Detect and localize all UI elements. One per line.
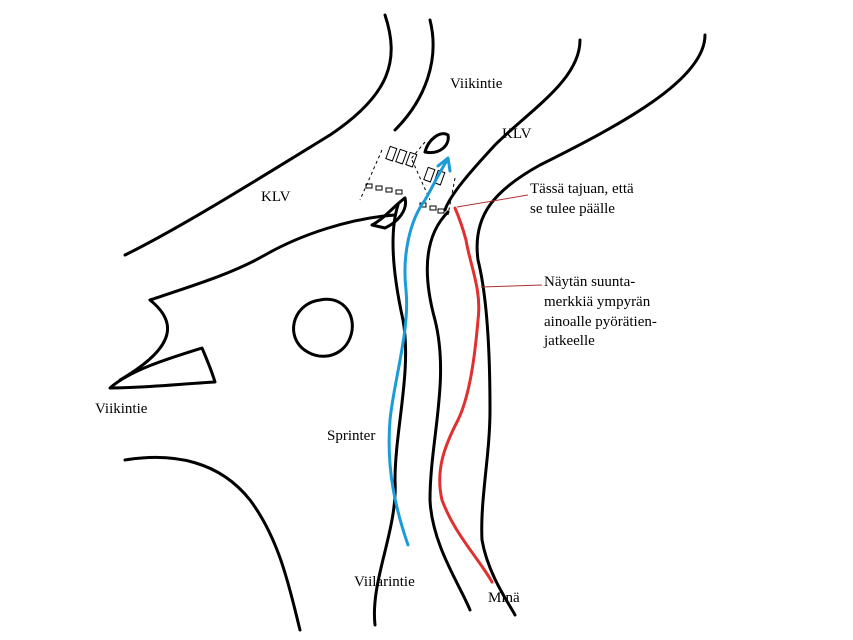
crosswalk-block — [375, 185, 383, 191]
annotation-realize-line-2: se tulee päälle — [530, 201, 615, 217]
crosswalk-stripe — [423, 166, 436, 183]
road-edge-klv-right — [475, 33, 707, 617]
crosswalk-edge — [411, 159, 431, 201]
road-edge-left-upper — [123, 13, 393, 257]
road-edge-klv-top — [393, 18, 435, 132]
traffic-island-upper — [423, 132, 450, 155]
crosswalk-block — [429, 205, 437, 211]
label-klv-right: KLV — [502, 126, 532, 142]
traffic-island-lower — [370, 196, 408, 230]
mina-path — [438, 206, 494, 584]
label-sprinter: Sprinter — [327, 428, 375, 444]
sprinter-path — [387, 160, 448, 547]
road-edge-center-strip — [425, 210, 472, 612]
annotation-signal-line-3: ainoalle pyörätien- — [544, 314, 657, 330]
crosswalk-stripe — [405, 151, 418, 168]
roundabout-island — [292, 297, 354, 358]
sprinter-arrowhead — [436, 156, 452, 173]
annotation-line-realize — [456, 194, 529, 208]
road-edge-left-arm — [372, 203, 408, 627]
label-klv-left: KLV — [261, 189, 291, 205]
crosswalk-stripe — [395, 148, 408, 165]
crosswalk-edge — [447, 177, 456, 216]
road-edge-left-connector — [118, 298, 170, 382]
annotation-realize-line-1: Tässä tajuan, että — [530, 181, 634, 197]
road-edge-klv-mid — [443, 38, 582, 212]
crosswalk-edge — [409, 141, 426, 161]
annotation-signal-line-1: Näytän suunta- — [544, 274, 635, 290]
annotation-line-signal — [480, 284, 543, 288]
annotation-signal-line-2: merkkiä ympyrän — [544, 294, 651, 310]
crosswalk-markings — [359, 141, 456, 216]
crosswalk-block — [365, 183, 373, 189]
crosswalk-edge — [359, 149, 383, 201]
road-edge-viikintie-bend — [148, 213, 397, 302]
label-viikintie-top: Viikintie — [450, 76, 503, 92]
crosswalk-block — [395, 189, 403, 195]
label-viikintie-left: Viikintie — [95, 401, 148, 417]
road-edge-lower-left — [123, 455, 302, 632]
crosswalk-stripe — [385, 145, 398, 162]
crosswalk-block — [385, 187, 393, 193]
label-mina: Minä — [488, 590, 520, 606]
crosswalk-block — [437, 208, 445, 214]
annotation-signal-line-4: jatkeelle — [543, 333, 595, 349]
viikintie-left-wedge — [108, 346, 217, 390]
label-viilarintie: Viilarintie — [354, 574, 415, 590]
